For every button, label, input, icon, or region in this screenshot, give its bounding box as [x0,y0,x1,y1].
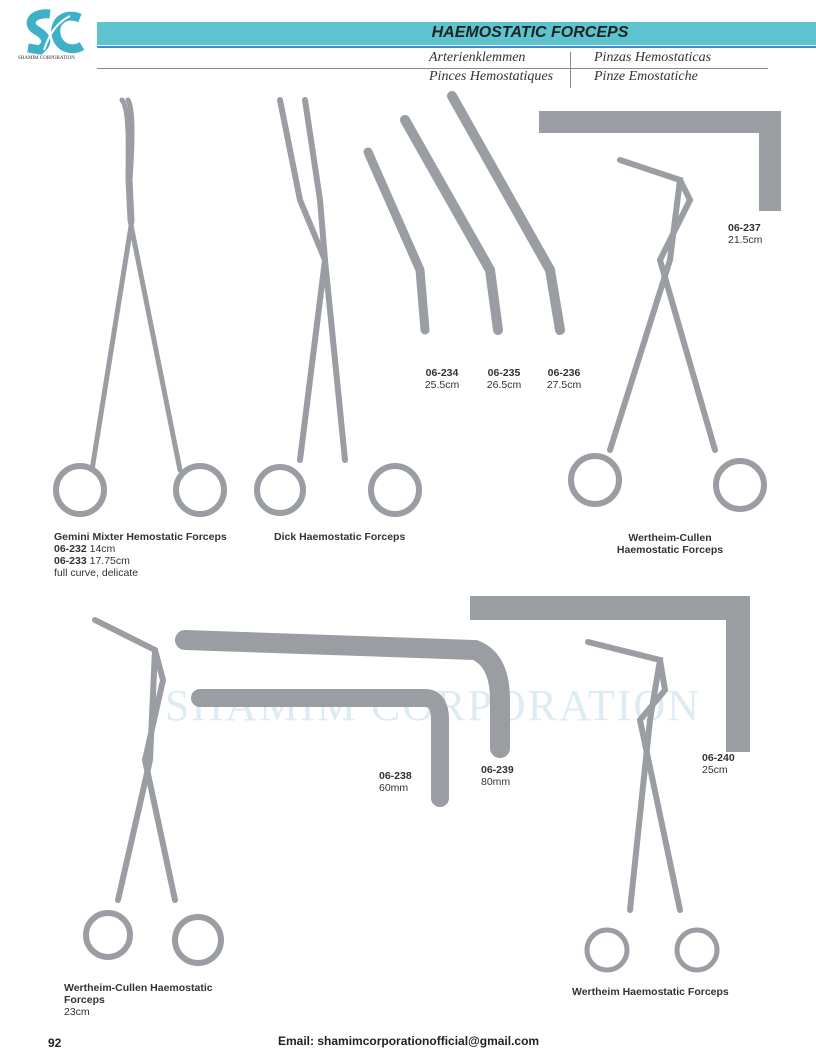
dick-forceps-image [254,97,422,517]
translation-divider [570,52,571,88]
product-wertheim-name: Wertheim Haemostatic Forceps [572,986,729,998]
instrument-06-235-image [400,115,503,335]
product-name: Wertheim-Cullen Haemostatic [64,982,213,994]
translation-italian: Pinze Emostatiche [594,69,698,84]
product-code: 06-240 [702,752,735,764]
wertheim-cullen-forceps-23cm-image [83,617,224,966]
product-name: Haemostatic Forceps [616,544,724,556]
product-size: 80mm [481,776,511,788]
header-divider [97,46,816,48]
footer-email: Email: shamimcorporationofficial@gmail.c… [278,1034,540,1048]
wertheim-forceps-image [584,639,720,973]
product-dick-name: Dick Haemostatic Forceps [274,531,406,543]
product-size: 23cm [64,1006,90,1018]
instrument-06-239-image [175,630,510,758]
product-size: 25.5cm [424,379,460,391]
product-note: full curve, delicate [54,567,139,579]
page-number: 92 [48,1036,62,1050]
product-code: 06-237 [728,222,761,234]
product-name: Forceps [64,994,105,1006]
gemini-mixter-forceps-image [53,97,227,517]
product-name: Wertheim-Cullen [628,532,712,544]
instrument-06-238-image [191,689,449,807]
product-size: 14cm [89,543,116,555]
wertheim-cullen-forceps-image [568,157,767,512]
translation-spanish: Pinzas Hemostaticas [594,50,712,65]
product-size: 17.75cm [89,555,130,567]
instrument-06-240-image [470,596,750,752]
product-code: 06-235 [487,367,521,379]
page-title: HAEMOSTATIC FORCEPS [431,24,629,41]
product-size: 60mm [379,782,409,794]
product-code: 06-238 [379,770,412,782]
instrument-06-236-image [447,91,565,335]
header-bar [97,22,816,45]
logo-icon [26,9,85,55]
translation-french: Pinces Hemostatiques [429,69,554,84]
product-name: Gemini Mixter Hemostatic Forceps [54,531,227,543]
product-code: 06-236 [547,367,581,379]
product-size: 25cm [702,764,728,776]
product-code: 06-239 [481,764,514,776]
product-size: 26.5cm [486,379,522,391]
product-code: 06-232 [54,543,87,555]
translation-german: Arterienklemmen [429,50,526,65]
brand-name: SHAMIM CORPORATION [18,56,75,61]
header-rule [97,68,768,69]
product-size: 27.5cm [546,379,582,391]
product-code: 06-234 [425,367,459,379]
product-gemini-mixter: Gemini Mixter Hemostatic Forceps 06-232 … [54,531,227,579]
instrument-06-234-image [363,147,430,335]
product-size: 21.5cm [728,234,763,246]
product-code: 06-233 [54,555,87,567]
instrument-06-237-image [539,111,781,211]
